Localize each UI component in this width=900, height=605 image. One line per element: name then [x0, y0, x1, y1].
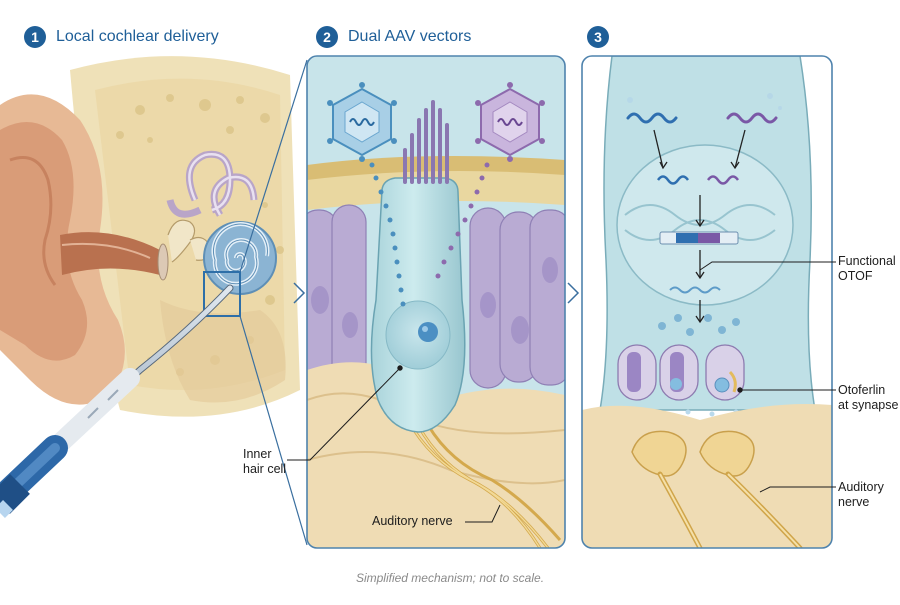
- label-auditory-nerve-panel2: Auditory nerve: [372, 514, 453, 528]
- label-otoferlin-synapse: Otoferlin at synapse: [838, 383, 899, 412]
- label-auditory-nerve-panel3: Auditory nerve: [838, 480, 884, 509]
- step-2-number: 2: [316, 26, 338, 48]
- panel3-arrow: [567, 282, 580, 304]
- footnote: Simplified mechanism; not to scale.: [355, 571, 545, 585]
- panel3-frame: [581, 55, 833, 549]
- label-inner-hair-cell: Inner hair cell: [243, 447, 287, 476]
- panel2-content: [307, 56, 565, 548]
- step-1-title: Local cochlear delivery: [56, 28, 219, 45]
- step-2-header: 2 Dual AAV vectors: [316, 26, 471, 48]
- step-1-number: 1: [24, 26, 46, 48]
- label-functional-otof: Functional OTOF: [838, 254, 896, 283]
- zoom-line-top: [239, 59, 308, 273]
- ear-anatomy: [0, 56, 300, 518]
- step-1-header: 1 Local cochlear delivery: [24, 26, 219, 48]
- zoom-line-bottom: [239, 315, 308, 546]
- step-2-title: Dual AAV vectors: [348, 28, 472, 45]
- step-3-header: 3: [587, 26, 619, 48]
- step-3-number: 3: [587, 26, 609, 48]
- panel2-arrow: [293, 282, 306, 304]
- panel3-content: [582, 56, 832, 548]
- panel2-frame: [306, 55, 566, 549]
- leader-lines: [287, 261, 836, 523]
